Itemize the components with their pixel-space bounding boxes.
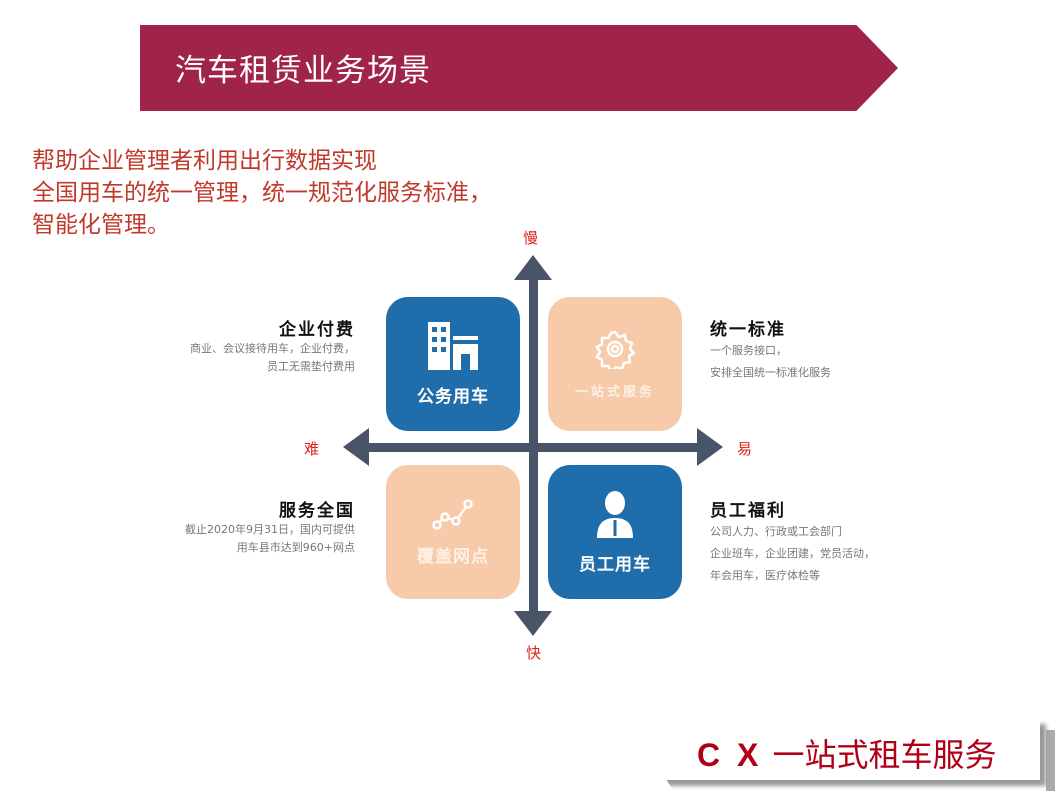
quadrant-title: 企业付费	[279, 320, 355, 340]
arrow-up	[514, 255, 552, 280]
quadrant-desc: 截止2020年9月31日，国内可提供用车县市达到960+网点	[185, 523, 355, 554]
box-label: 公务用车	[417, 386, 489, 407]
network-icon	[432, 498, 473, 530]
quadrant-text-1: 企业付费 商业、会议接待用车，企业付费，员工无需垫付费用	[190, 315, 355, 376]
box-coverage-network[interactable]: 覆盖网点	[386, 465, 520, 599]
arrow-right	[697, 428, 723, 466]
quadrant-title: 员工福利	[710, 501, 786, 521]
box-label: 一站式服务	[574, 384, 655, 400]
horizontal-axis	[363, 443, 703, 452]
label-easy: 易	[737, 440, 753, 458]
quadrant-desc: 一个服务接口，安排全国统一标准化服务	[710, 344, 831, 379]
label-hard: 难	[304, 440, 320, 458]
building-icon	[428, 321, 478, 370]
quadrant-desc: 公司人力、行政或工会部门企业班车，企业团建，党员活动，年会用车，医疗体检等	[710, 525, 875, 582]
label-slow: 慢	[523, 229, 539, 247]
footer-slogan: C X 一站式租车服务	[697, 730, 997, 776]
arrow-left	[343, 428, 369, 466]
title-banner	[140, 25, 898, 111]
gear-icon	[595, 330, 635, 369]
box-one-stop-service[interactable]: 一站式服务	[548, 297, 682, 431]
intro-line-3: 智能化管理。	[32, 212, 170, 238]
edge-shadow	[1046, 730, 1055, 791]
footer-card	[655, 718, 1040, 780]
person-icon	[597, 490, 633, 538]
quadrant-desc: 商业、会议接待用车，企业付费，员工无需垫付费用	[190, 342, 355, 373]
page-title: 汽车租赁业务场景	[175, 53, 431, 89]
box-official-car[interactable]: 公务用车	[386, 297, 520, 431]
quadrant-title: 服务全国	[279, 501, 355, 521]
footer-brand: C X	[697, 737, 763, 773]
intro-line-1: 帮助企业管理者利用出行数据实现	[32, 148, 377, 174]
arrow-down	[514, 611, 552, 636]
box-employee-car[interactable]: 员工用车	[548, 465, 682, 599]
quadrant-text-3: 服务全国 截止2020年9月31日，国内可提供用车县市达到960+网点	[185, 496, 355, 557]
label-fast: 快	[526, 644, 542, 662]
quadrant-text-4: 员工福利 公司人力、行政或工会部门企业班车，企业团建，党员活动，年会用车，医疗体…	[710, 496, 875, 587]
box-label: 员工用车	[579, 554, 651, 575]
box-label: 覆盖网点	[417, 546, 489, 567]
quadrant-text-2: 统一标准 一个服务接口，安排全国统一标准化服务	[710, 315, 831, 384]
footer-text: 一站式租车服务	[762, 736, 997, 774]
intro-line-2: 全国用车的统一管理，统一规范化服务标准，	[32, 180, 492, 206]
quadrant-title: 统一标准	[710, 320, 786, 340]
